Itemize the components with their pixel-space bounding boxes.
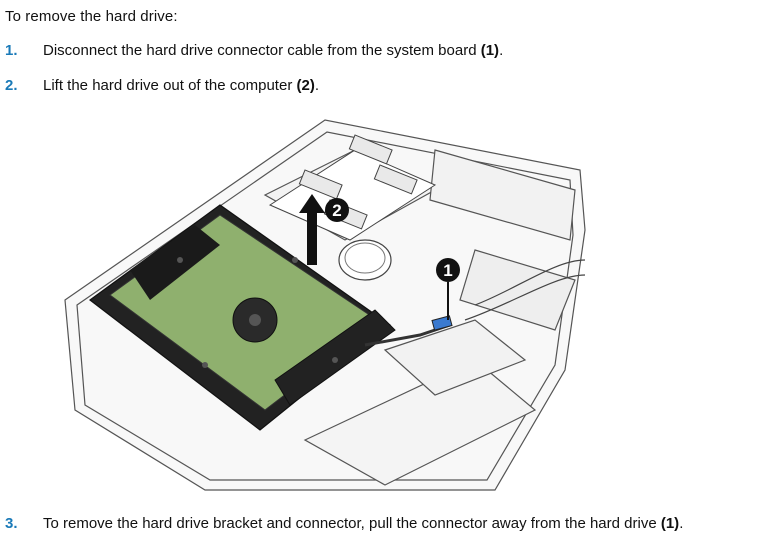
step-2: 2. Lift the hard drive out of the comput… (5, 77, 319, 94)
hard-drive (88, 204, 396, 431)
lift-arrow (299, 194, 325, 265)
callout-1: 1 (436, 258, 460, 320)
step-text: To remove the hard drive bracket and con… (43, 515, 684, 532)
callout-ref: (2) (296, 77, 315, 94)
illustration-svg: 2 1 (64, 119, 586, 491)
step-3: 3. To remove the hard drive bracket and … (5, 515, 683, 532)
svg-text:1: 1 (443, 261, 452, 280)
hard-drive-removal-illustration: 2 1 (55, 110, 595, 495)
callout-ref: (1) (660, 515, 680, 532)
step-number: 3. (5, 515, 18, 532)
step-number: 1. (5, 42, 18, 59)
step-text: Disconnect the hard drive connector cabl… (43, 42, 504, 59)
callout-ref: (1) (480, 42, 500, 59)
step-text: Lift the hard drive out of the computer … (43, 77, 319, 94)
hard-drive-connector-cable (364, 315, 453, 347)
heat-pipe (464, 259, 586, 321)
step-number: 2. (5, 77, 18, 94)
svg-text:2: 2 (332, 201, 341, 220)
step-1: 1. Disconnect the hard drive connector c… (5, 42, 503, 59)
callout-2: 2 (325, 198, 349, 222)
rtc-battery (338, 239, 392, 281)
intro-text: To remove the hard drive: (5, 8, 178, 25)
